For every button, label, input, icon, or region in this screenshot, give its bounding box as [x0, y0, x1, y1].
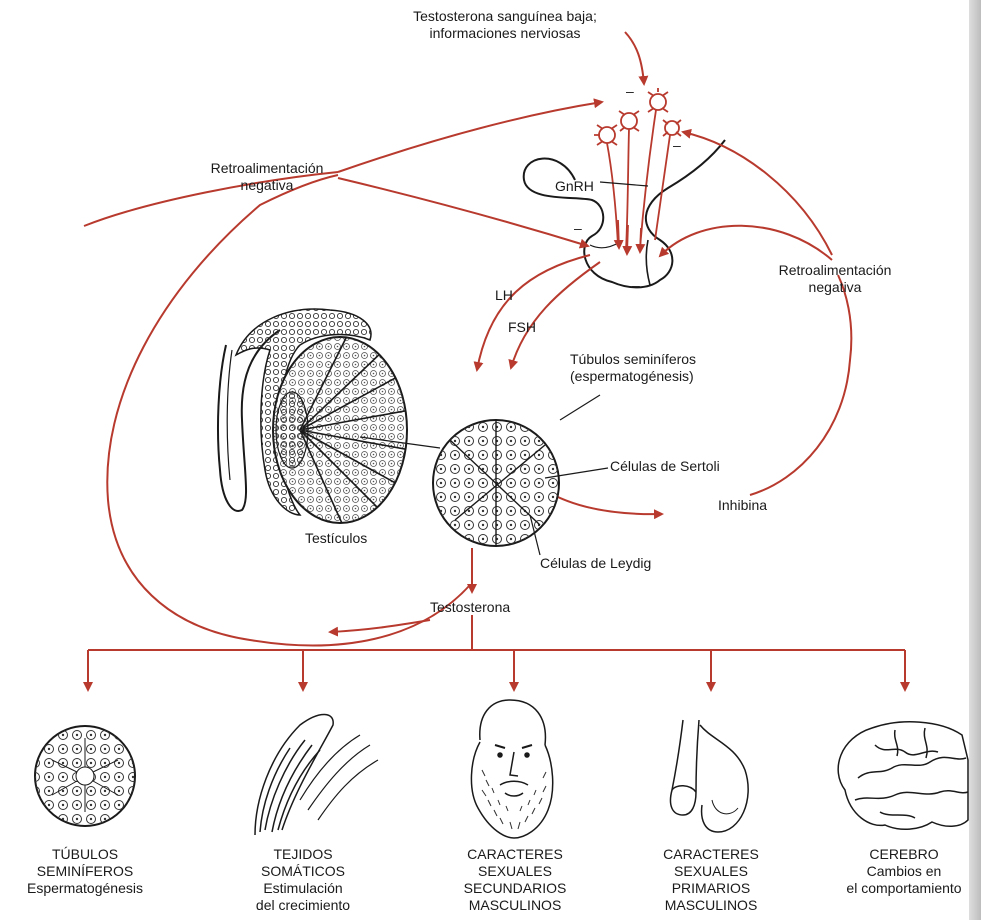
sertoli-label: Células de Sertoli	[610, 458, 720, 475]
feedback-right-to-neurons	[683, 132, 832, 255]
seminiferous-tubule-icon	[30, 720, 140, 830]
seminiferous-line2: (espermatogénesis)	[570, 368, 696, 385]
feedback-left-label: Retroalimentación negativa	[192, 160, 342, 194]
brain-icon	[838, 722, 968, 829]
male-genitals-icon	[670, 720, 748, 832]
minus-sign: –	[673, 137, 681, 153]
inhibina-arrow	[548, 492, 662, 514]
bearded-face-icon	[471, 700, 552, 838]
target-2-line3: Estimulación	[228, 880, 378, 897]
inhibina-label: Inhibina	[718, 497, 767, 514]
top-stimulus-label: Testosterona sanguínea baja; informacion…	[380, 8, 630, 42]
target-label-5: CEREBRO Cambios en el comportamiento	[840, 846, 968, 897]
seminiferous-label: Túbulos seminíferos (espermatogénesis)	[570, 351, 696, 385]
target-4-line2: SEXUALES	[636, 863, 786, 880]
feedback-left-line1: Retroalimentación	[192, 160, 342, 177]
minus-sign: –	[574, 220, 582, 236]
target-1-line1: TÚBULOS	[10, 846, 160, 863]
target-5-line1: CEREBRO	[840, 846, 968, 863]
feedback-right-label: Retroalimentación negativa	[760, 262, 910, 296]
target-3-line2: SEXUALES	[440, 863, 590, 880]
target-4-line3: PRIMARIOS	[636, 880, 786, 897]
target-4-line1: CARACTERES	[636, 846, 786, 863]
testicle-drawing	[218, 309, 440, 530]
minus-sign: –	[626, 83, 634, 99]
muscle-tissue-icon	[255, 714, 378, 835]
hypothalamus-pituitary	[524, 140, 725, 287]
target-label-3: CARACTERES SEXUALES SECUNDARIOS MASCULIN…	[440, 846, 590, 914]
feedback-right-line1: Retroalimentación	[760, 262, 910, 279]
target-5-line2: Cambios en	[840, 863, 968, 880]
target-2-line4: del crecimiento	[228, 897, 378, 914]
target-5-line3: el comportamiento	[840, 880, 968, 897]
feedback-left-line2: negativa	[192, 177, 342, 194]
feedback-arrows	[84, 32, 905, 690]
target-3-line3: SECUNDARIOS	[440, 880, 590, 897]
feedback-right-to-pituitary	[660, 226, 832, 260]
target-4-line4: MASCULINOS	[636, 897, 786, 914]
feedback-right-loop	[750, 275, 851, 495]
tubule-cross-section	[430, 395, 608, 555]
gnrh-label: GnRH	[555, 178, 594, 195]
target-label-1: TÚBULOS SEMINÍFEROS Espermatogénesis	[10, 846, 160, 897]
testicles-label: Testículos	[305, 530, 367, 547]
neuron-3	[640, 88, 668, 248]
gnrh-neurons	[594, 88, 681, 254]
neuron-1	[594, 125, 618, 245]
feedback-left-to-pituitary	[338, 178, 588, 246]
feedback-right-line2: negativa	[760, 279, 910, 296]
target-2-line2: SOMÁTICOS	[228, 863, 378, 880]
target-3-line1: CARACTERES	[440, 846, 590, 863]
neuron-2	[619, 111, 639, 250]
target-2-line1: TEJIDOS	[228, 846, 378, 863]
target-label-4: CARACTERES SEXUALES PRIMARIOS MASCULINOS	[636, 846, 786, 914]
minus-sign: –	[632, 277, 640, 293]
top-stimulus-line2: informaciones nerviosas	[380, 25, 630, 42]
seminiferous-line1: Túbulos seminíferos	[570, 351, 696, 368]
page-edge-shadow	[969, 0, 981, 920]
target-3-line4: MASCULINOS	[440, 897, 590, 914]
leydig-label: Células de Leydig	[540, 555, 651, 572]
feedback-left-to-neurons	[338, 102, 602, 172]
lh-label: LH	[495, 287, 513, 304]
target-label-2: TEJIDOS SOMÁTICOS Estimulación del creci…	[228, 846, 378, 914]
gnrh-pointer	[600, 182, 648, 186]
target-1-line2: SEMINÍFEROS	[10, 863, 160, 880]
top-stimulus-line1: Testosterona sanguínea baja;	[380, 8, 630, 25]
target-1-line3: Espermatogénesis	[10, 880, 160, 897]
testosterone-label: Testosterona	[430, 599, 510, 616]
fsh-label: FSH	[508, 319, 536, 336]
